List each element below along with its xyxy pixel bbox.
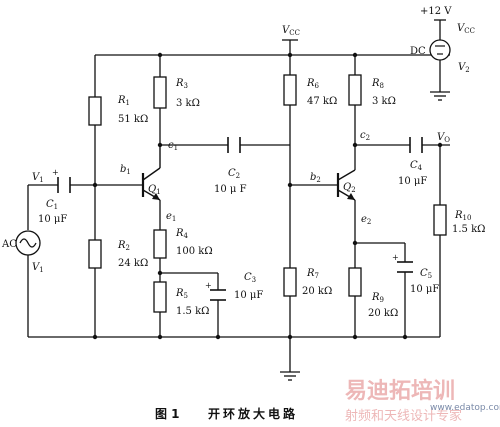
resistor-bodies	[88, 74, 447, 313]
q1-emitter-arrow	[152, 193, 160, 200]
q2-label: Q2	[343, 182, 356, 194]
r5-value: 1.5 kΩ	[176, 306, 209, 317]
sine-wave-icon	[19, 238, 37, 248]
q1-label: Q1	[148, 184, 161, 196]
r1-label: R1	[117, 95, 130, 107]
q1-base-label: b1	[120, 164, 131, 176]
r6-label: R6	[306, 78, 320, 90]
svg-text:V2: V2	[458, 62, 470, 74]
r8-value: 3 kΩ	[372, 96, 396, 107]
svg-text:VCC: VCC	[457, 23, 475, 35]
c2-value: 10 μ F	[214, 184, 247, 195]
dc-source-symbol	[429, 39, 451, 61]
dc-label: DC	[410, 46, 426, 57]
r8-label: R8	[371, 78, 384, 90]
ground-main-icon	[280, 371, 300, 381]
c5-label: C5	[420, 268, 432, 280]
q1-emitter-label: e1	[166, 211, 176, 223]
capacitor-plates	[57, 137, 423, 301]
figure-title: 开环放大电路	[208, 406, 298, 421]
c3-value: 10 μF	[234, 290, 263, 301]
r2-body	[88, 239, 102, 269]
q1-collector-label: c1	[168, 140, 178, 152]
q2-emitter-arrow	[347, 193, 355, 200]
c3-label: C3	[244, 272, 256, 284]
svg-text:+: +	[392, 253, 399, 262]
r6-body	[283, 74, 297, 106]
c4-value: 10 μF	[398, 176, 427, 187]
r4-label: R4	[175, 228, 189, 240]
svg-text:VCC: VCC	[282, 25, 300, 37]
watermark-subtitle: 射频和天线设计专家	[345, 408, 462, 424]
r1-value: 51 kΩ	[118, 114, 148, 125]
r8-body	[348, 74, 362, 106]
ground-supply-icon	[430, 91, 450, 101]
q2-emitter-label: e2	[361, 214, 371, 226]
r2-value: 24 kΩ	[118, 258, 148, 269]
r9-label: R9	[371, 292, 384, 304]
c1-label: C1	[46, 199, 58, 211]
r10-body	[433, 204, 447, 236]
r3-value: 3 kΩ	[176, 98, 200, 109]
figure-number: 图 1	[155, 407, 180, 421]
c1-value: 10 μF	[38, 214, 67, 225]
c5-value: 10 μF	[410, 284, 439, 295]
r7-label: R7	[306, 268, 319, 280]
vin-label: V1	[32, 172, 44, 184]
r6-value: 47 kΩ	[307, 96, 337, 107]
source-name-label: V1	[32, 262, 44, 274]
r4-value: 100 kΩ	[176, 246, 213, 257]
r5-body	[153, 281, 167, 313]
r3-body	[153, 76, 167, 109]
watermark-logo-text: 易迪拓培训	[345, 378, 455, 404]
watermark-site: www.edatop.com	[430, 403, 500, 413]
ac-label: AC	[1, 239, 17, 250]
c4-label: C4	[410, 160, 423, 172]
r9-body	[348, 267, 362, 297]
r2-label: R2	[117, 240, 130, 252]
r5-label: R5	[175, 288, 188, 300]
supply-voltage-label: +12 V	[420, 6, 452, 17]
svg-text:+: +	[52, 168, 59, 177]
r10-label: R10	[454, 210, 471, 222]
r10-value: 1.5 kΩ	[452, 224, 485, 235]
r7-value: 20 kΩ	[302, 286, 332, 297]
r1-body	[88, 96, 102, 126]
labels: +12 V VCC DC V2 VCC R1 51 kΩ R2 24 kΩ R3…	[1, 6, 485, 319]
capacitor-polarity: + + +	[52, 168, 399, 290]
r7-body	[283, 267, 297, 297]
vo-label: VO	[437, 132, 450, 144]
r4-body	[153, 229, 167, 259]
r3-label: R3	[175, 78, 188, 90]
q2-base-label: b2	[310, 172, 321, 184]
r9-value: 20 kΩ	[368, 308, 398, 319]
q2-collector-label: c2	[360, 130, 370, 142]
c2-label: C2	[228, 168, 240, 180]
svg-text:+: +	[205, 281, 212, 290]
wires	[27, 20, 450, 372]
